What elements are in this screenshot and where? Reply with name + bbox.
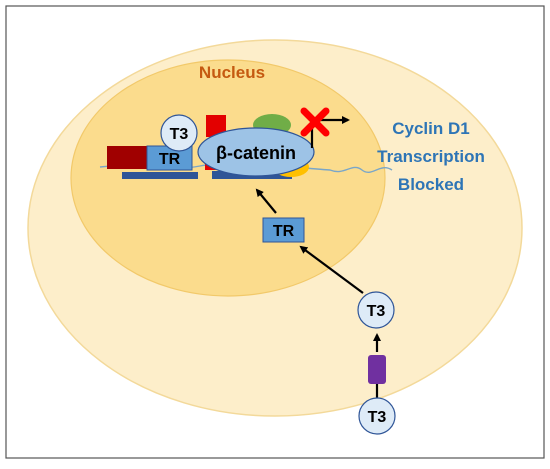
t3-outside-circle: [358, 397, 396, 435]
nucleus-label: Nucleus: [199, 63, 265, 82]
response-element-left: [122, 172, 198, 179]
x-mark-icon: [300, 107, 330, 137]
t3-free-circle: [357, 291, 395, 329]
outcome-line-1: Cyclin D1: [392, 119, 469, 138]
arrow-t3-to-tr: [299, 245, 364, 294]
transporter-icon: [368, 355, 386, 384]
t3-complex-circle: [160, 114, 198, 152]
tr-free-box: [262, 217, 305, 243]
t3-outside-label: T3: [368, 409, 387, 426]
tr-complex-label: TR: [159, 151, 181, 168]
red-factor: [206, 115, 226, 137]
outcome-line-3: Blocked: [398, 175, 464, 194]
arrow-tr-to-complex: [255, 188, 277, 214]
beta-catenin-label: β-catenin: [216, 143, 296, 163]
dark-red-factor: [107, 146, 148, 169]
t3-free-label: T3: [367, 303, 386, 320]
t3-complex-label: T3: [170, 126, 189, 143]
outcome-line-2: Transcription: [377, 147, 485, 166]
beta-catenin-ellipse: [197, 127, 315, 177]
tr-free-label: TR: [273, 223, 295, 240]
